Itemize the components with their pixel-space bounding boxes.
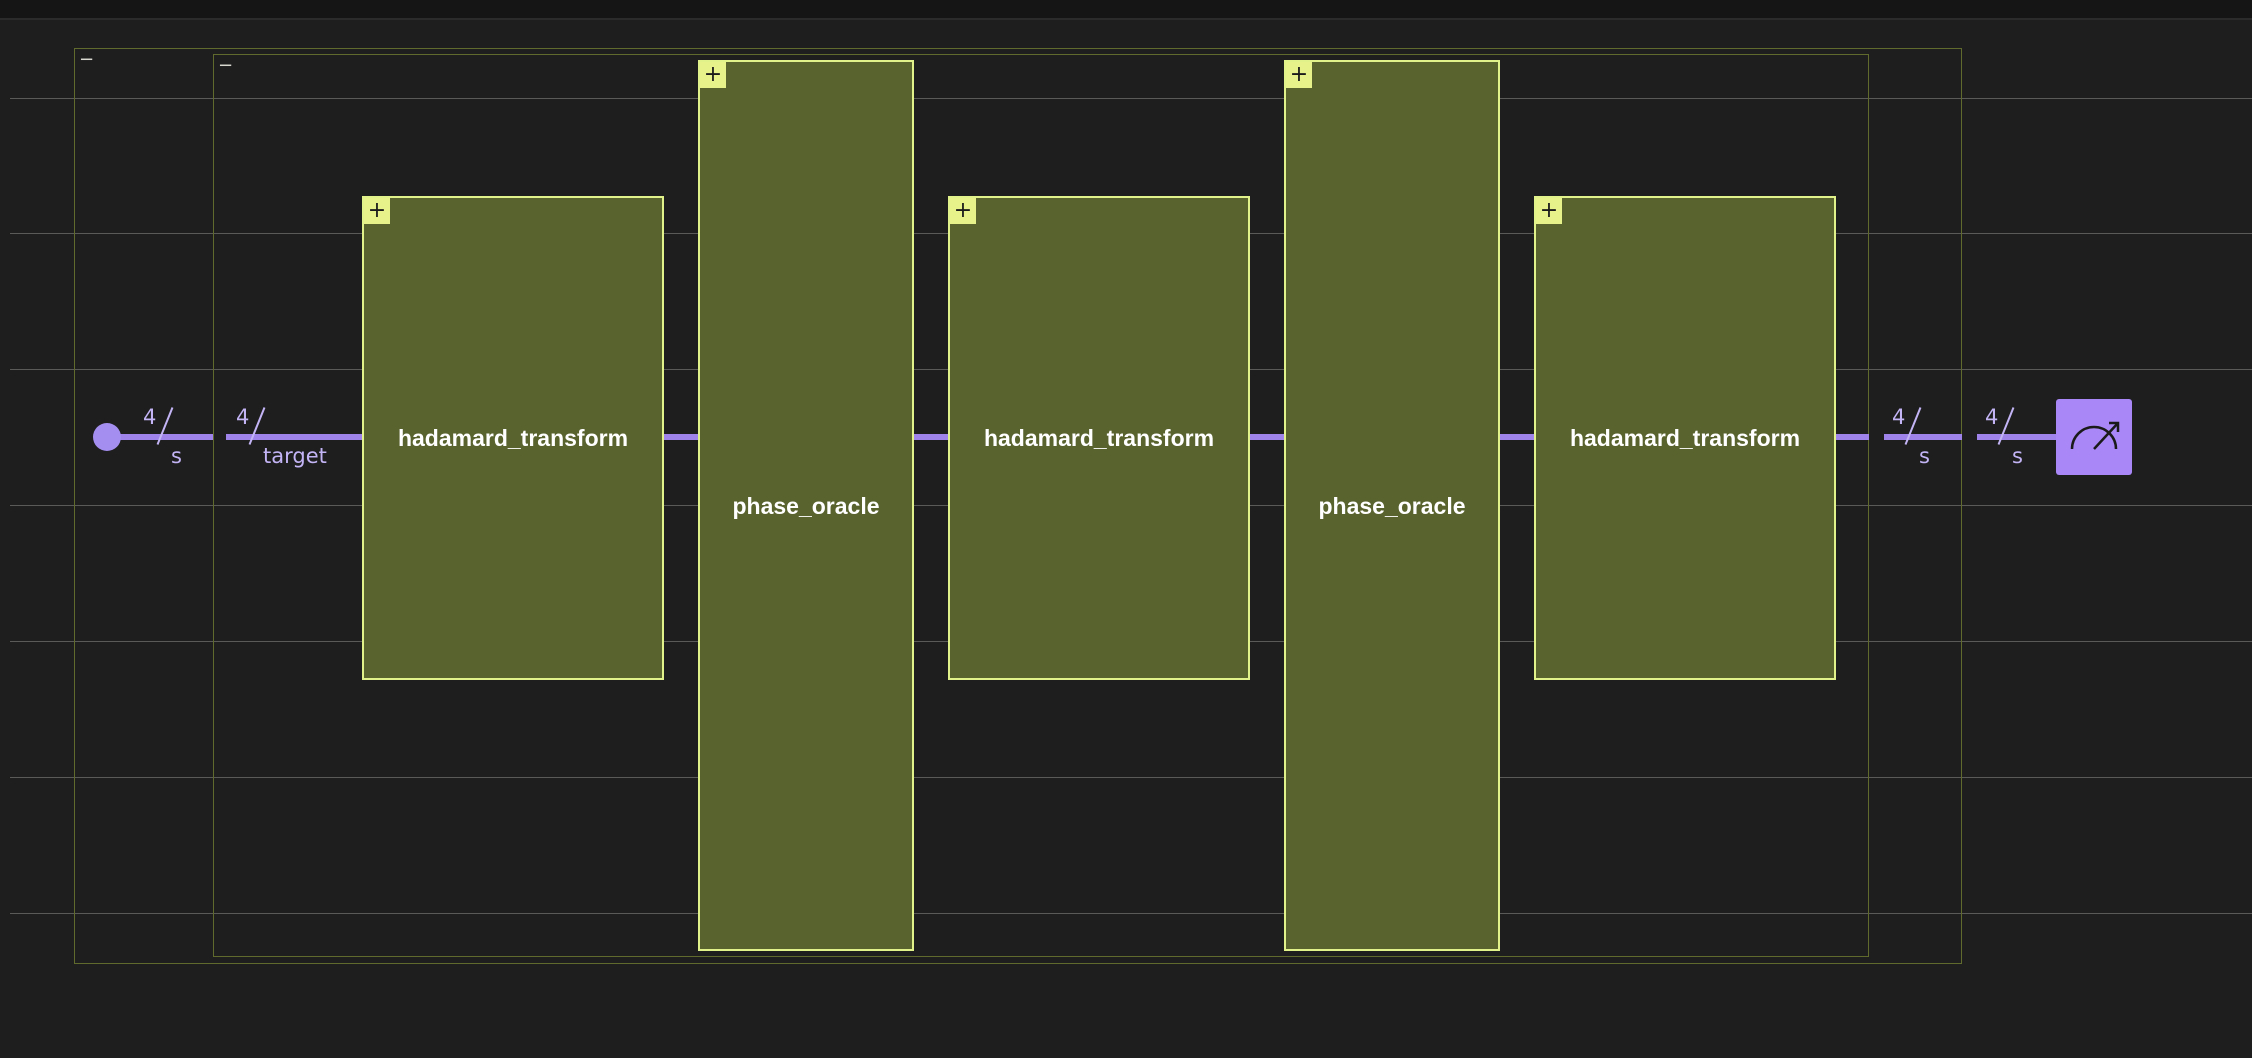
bus-name: s <box>1919 444 1930 468</box>
input-port-dot[interactable] <box>93 423 121 451</box>
bus-width: 4 <box>236 405 250 429</box>
wire-segment <box>1250 434 1284 440</box>
wire-segment <box>226 434 362 440</box>
grid-line <box>10 777 2252 778</box>
wire-segment <box>1836 434 1869 440</box>
expand-icon[interactable]: + <box>1536 198 1562 224</box>
wire-segment <box>664 434 698 440</box>
gate-hadamard-transform[interactable]: + hadamard_transform <box>362 196 664 680</box>
minus-icon[interactable]: − <box>218 55 234 76</box>
bus-width: 4 <box>143 405 157 429</box>
bus-width: 4 <box>1985 405 1999 429</box>
expand-icon[interactable]: + <box>364 198 390 224</box>
minus-icon[interactable]: − <box>79 49 95 70</box>
wire-segment <box>1977 434 2057 440</box>
bus-name: target <box>263 444 327 468</box>
measurement-gate[interactable] <box>2056 399 2132 475</box>
bus-name: s <box>2012 444 2023 468</box>
expand-icon[interactable]: + <box>1286 62 1312 88</box>
grid-line <box>10 98 2252 99</box>
inner-function-frame: − <box>213 54 1869 957</box>
gate-label: phase_oracle <box>1318 493 1466 519</box>
expand-icon[interactable]: + <box>950 198 976 224</box>
gate-label: hadamard_transform <box>1569 425 1801 451</box>
gate-label: phase_oracle <box>732 493 880 519</box>
bus-name: s <box>171 444 182 468</box>
gate-phase-oracle[interactable]: + phase_oracle <box>1284 60 1500 951</box>
outer-function-frame: − <box>74 48 1962 964</box>
wire-segment <box>1884 434 1962 440</box>
gate-label: hadamard_transform <box>397 425 629 451</box>
gate-hadamard-transform[interactable]: + hadamard_transform <box>948 196 1250 680</box>
gate-hadamard-transform[interactable]: + hadamard_transform <box>1534 196 1836 680</box>
wire-segment <box>914 434 948 440</box>
expand-icon[interactable]: + <box>700 62 726 88</box>
gate-label: hadamard_transform <box>983 425 1215 451</box>
bus-width: 4 <box>1892 405 1906 429</box>
grid-line <box>10 913 2252 914</box>
top-toolbar-strip <box>0 0 2252 20</box>
wire-segment <box>1500 434 1534 440</box>
gate-phase-oracle[interactable]: + phase_oracle <box>698 60 914 951</box>
measure-meter-icon <box>2070 421 2120 450</box>
